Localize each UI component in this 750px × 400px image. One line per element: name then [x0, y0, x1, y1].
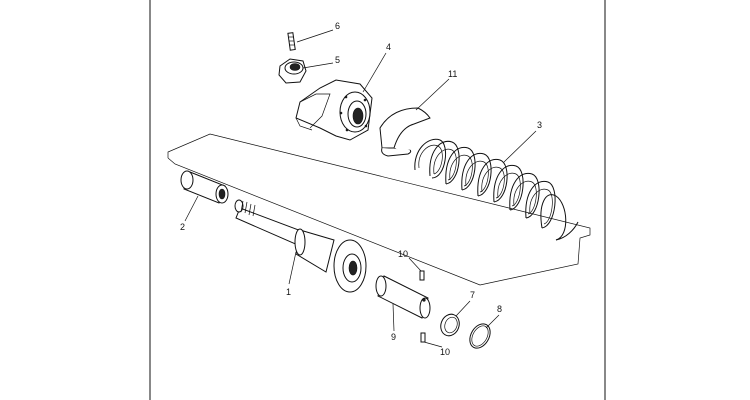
- part-11-spring-seat: [379, 107, 431, 157]
- callout-7: 7: [470, 290, 475, 300]
- callout-6: 6: [335, 21, 340, 31]
- callout-10-upper: 10: [398, 249, 408, 259]
- part-5-nut: [278, 58, 307, 84]
- part-4-yoke: [295, 79, 373, 141]
- callout-1: 1: [286, 287, 291, 297]
- callout-5: 5: [335, 55, 340, 65]
- callout-8: 8: [497, 304, 502, 314]
- callout-4: 4: [386, 42, 391, 52]
- part-2-bushing: [180, 170, 229, 204]
- part-7-ring: [440, 313, 460, 337]
- part-6-pin: [287, 32, 296, 51]
- leader-lines: [184, 29, 537, 348]
- callout-2: 2: [180, 222, 185, 232]
- part-8-o-ring: [469, 323, 491, 349]
- callout-3: 3: [537, 120, 542, 130]
- part-1-shaft: [234, 199, 367, 293]
- part-9-pin: [375, 275, 431, 319]
- part-10-roll-pin-lower: [420, 332, 426, 343]
- part-3-coil-spring: [414, 138, 579, 241]
- callout-11: 11: [448, 69, 457, 79]
- callout-9: 9: [391, 332, 396, 342]
- callout-10-lower: 10: [440, 347, 450, 357]
- part-10-roll-pin-upper: [419, 270, 425, 281]
- assembly-outline: [167, 133, 591, 286]
